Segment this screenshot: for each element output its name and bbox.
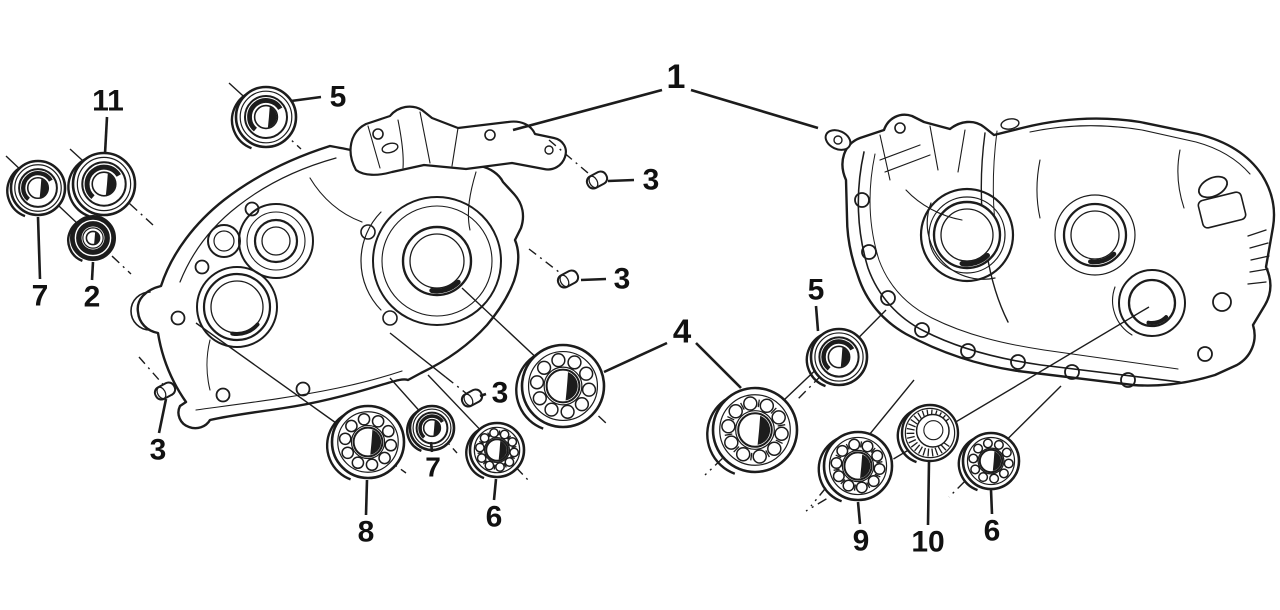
leader-line — [690, 88, 819, 130]
axis-dowel-pin-3-center — [389, 332, 468, 395]
leader-line — [290, 95, 322, 103]
leader-line — [157, 398, 168, 434]
part-number-label: 6 — [984, 515, 1001, 548]
callout-1: 1 — [512, 58, 819, 132]
callout-3-mid: 3 — [580, 263, 631, 296]
dowel-pin-3-center — [460, 388, 484, 408]
callout-2: 2 — [84, 261, 101, 314]
callout-5-top: 5 — [290, 81, 347, 114]
leader-line — [512, 88, 663, 132]
callout-3-center: 3 — [479, 377, 509, 410]
part-number-label: 5 — [330, 81, 347, 114]
part-number-label: 3 — [614, 263, 631, 296]
part-number-label: 1 — [667, 58, 686, 96]
leader-line — [814, 305, 820, 332]
dowel-pin-3-bottomleft — [153, 381, 177, 401]
leader-line — [90, 261, 95, 281]
bearing-4-left — [515, 343, 606, 430]
leader-line — [479, 392, 487, 398]
oil-seal-5-right — [805, 327, 869, 388]
part-number-label: 5 — [808, 274, 825, 307]
part-number-label: 3 — [643, 164, 660, 197]
callout-6-left: 6 — [486, 478, 503, 534]
dowel-pin-3-mid — [556, 269, 580, 289]
bearing-6-right — [957, 431, 1021, 492]
part-number-label: 7 — [425, 452, 441, 483]
part-number-label: 10 — [911, 526, 944, 559]
leader-line — [926, 460, 931, 526]
leader-line — [103, 116, 109, 155]
oil-seal-5-top — [230, 85, 298, 150]
leader-line — [989, 489, 994, 515]
part-number-label: 2 — [84, 281, 101, 314]
dowel-pin-3-top — [585, 170, 609, 190]
leader-line — [856, 501, 862, 525]
callout-4: 4 — [603, 313, 742, 389]
exploded-parts — [6, 85, 1021, 503]
callout-8: 8 — [358, 479, 375, 549]
callout-3-bottomleft: 3 — [150, 398, 168, 467]
right-crankcase-half — [824, 113, 1276, 388]
oil-seal-11 — [67, 151, 137, 218]
needle-sleeve-10 — [896, 403, 960, 464]
part-number-label: 4 — [673, 313, 692, 350]
callout-11: 11 — [92, 85, 124, 155]
leader-line — [580, 277, 607, 282]
part-number-label: 7 — [32, 280, 49, 313]
callout-7-left: 7 — [32, 216, 49, 313]
bearing-6-left — [465, 421, 526, 480]
leader-line — [364, 479, 369, 516]
leader-line — [603, 341, 668, 374]
callout-3-top: 3 — [607, 164, 660, 197]
part-number-label: 6 — [486, 501, 503, 534]
part-number-label: 3 — [150, 434, 167, 467]
bearing-4-right — [706, 386, 799, 475]
leader-line — [492, 478, 498, 501]
part-number-label: 8 — [358, 516, 375, 549]
callout-7-center: 7 — [425, 441, 441, 483]
leader-line — [429, 441, 434, 453]
callout-10: 10 — [911, 460, 945, 559]
oil-seal-2 — [67, 215, 116, 263]
callout-5-right: 5 — [808, 274, 825, 332]
callout-6-right: 6 — [984, 489, 1001, 548]
bearing-8 — [325, 404, 406, 481]
part-number-label: 9 — [853, 525, 870, 558]
part-number-label: 11 — [92, 85, 124, 118]
bearing-9 — [817, 430, 894, 503]
leader-line — [607, 178, 635, 183]
left-crankcase-half — [130, 105, 567, 430]
part-number-label: 3 — [492, 377, 509, 410]
leader-line — [36, 216, 42, 280]
oil-seal-7-left — [6, 159, 67, 218]
leader-line — [695, 342, 742, 389]
callout-9: 9 — [853, 501, 870, 558]
